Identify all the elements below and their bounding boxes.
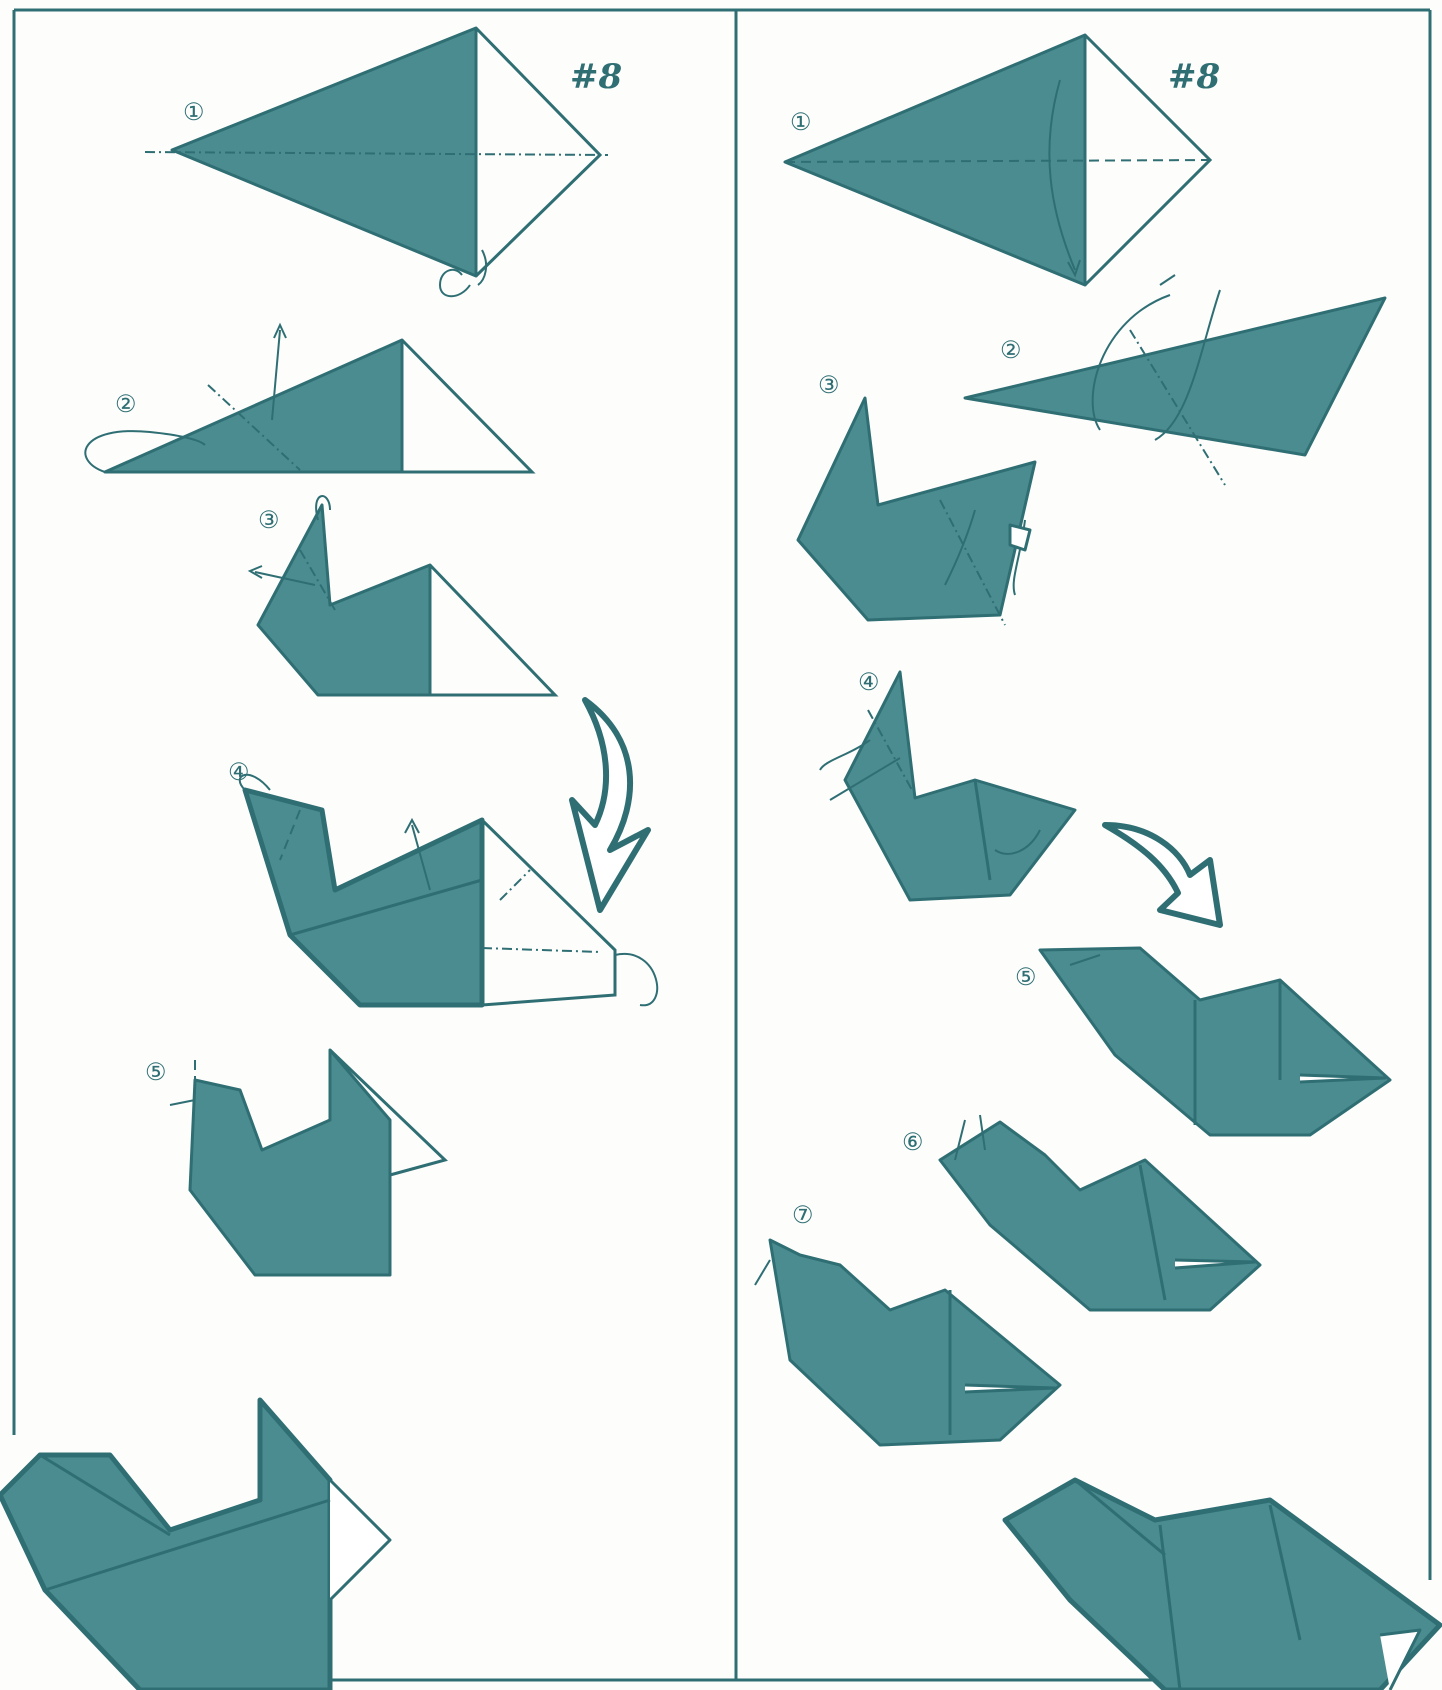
right-step-1-kite: ① [785,35,1210,285]
right-finished-swan [1005,1480,1440,1690]
right-panel: #8 ① ② ③ ④ [755,35,1440,1690]
right-step-1-label: ① [790,108,812,136]
right-step-5-swan: ⑤ [1015,948,1390,1135]
left-step-5-label: ⑤ [145,1058,167,1086]
left-step-1-kite: ① [145,28,608,296]
right-step-6-label: ⑥ [902,1128,924,1156]
right-step-6-swan: ⑥ [902,1115,1260,1310]
right-step-7-label: ⑦ [792,1201,814,1229]
left-page-number: #8 [570,57,622,97]
right-step-4-swan: ④ [820,668,1075,900]
left-step-5-swan: ⑤ [145,1050,445,1275]
right-step-2-triangle: ② [965,275,1385,485]
left-step-2-label: ② [115,390,137,418]
right-step-2-label: ② [1000,336,1022,364]
right-step-3-label: ③ [818,371,840,399]
page-frame [14,10,1430,1680]
right-step-3-neck: ③ [798,371,1035,625]
left-step-3-label: ③ [258,506,280,534]
left-panel: #8 ① ② ③ [0,28,657,1690]
right-step-5-label: ⑤ [1015,963,1037,991]
left-step-4-label: ④ [228,758,250,786]
right-next-step-arrow [1105,825,1220,925]
left-step-1-label: ① [183,98,205,126]
left-step-3-neck: ③ [250,496,555,695]
left-turn-over-arrow [572,700,648,910]
right-page-number: #8 [1168,57,1220,97]
right-step-4-label: ④ [858,668,880,696]
left-finished-swan [0,1400,390,1690]
left-step-2-triangle: ② [85,325,532,472]
